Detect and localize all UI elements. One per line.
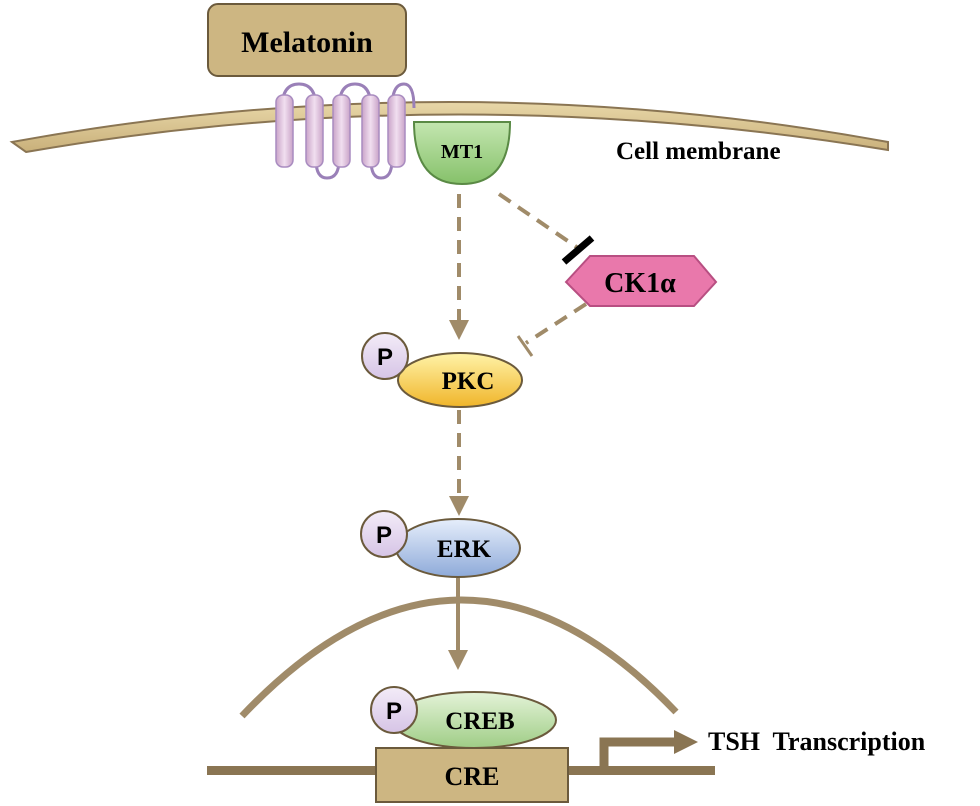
creb-phospho: P	[370, 686, 418, 734]
receptor-helix-bars	[275, 94, 406, 168]
mt1-receptor: MT1	[412, 121, 512, 186]
pkc-phospho: P	[361, 332, 409, 380]
inhibition-mt1-ck1a	[497, 192, 595, 265]
transcription-arrow	[599, 730, 698, 766]
cre-label: CRE	[445, 762, 500, 791]
cre-node: CRE	[375, 747, 569, 803]
tsh-transcription-label: TSH Transcription	[708, 727, 926, 756]
pkc-phospho-label: P	[377, 344, 393, 371]
ck1a-label: CK1α	[604, 268, 676, 299]
pkc-node: PKC	[397, 352, 523, 408]
melatonin-node: Melatonin	[207, 3, 407, 77]
pkc-label: PKC	[442, 368, 495, 395]
melatonin-label: Melatonin	[241, 26, 373, 59]
erk-phospho: P	[360, 510, 408, 558]
erk-phospho-label: P	[376, 522, 392, 549]
cell-membrane-label: Cell membrane	[616, 138, 781, 165]
creb-node: CREB	[391, 691, 557, 749]
ck1a-node: CK1α	[564, 255, 718, 307]
erk-node: ERK	[395, 518, 521, 578]
creb-label: CREB	[445, 708, 514, 735]
creb-phospho-label: P	[386, 698, 402, 725]
erk-label: ERK	[437, 536, 492, 563]
mt1-label: MT1	[441, 141, 483, 163]
inhibition-ck1a-pkc	[516, 302, 588, 357]
